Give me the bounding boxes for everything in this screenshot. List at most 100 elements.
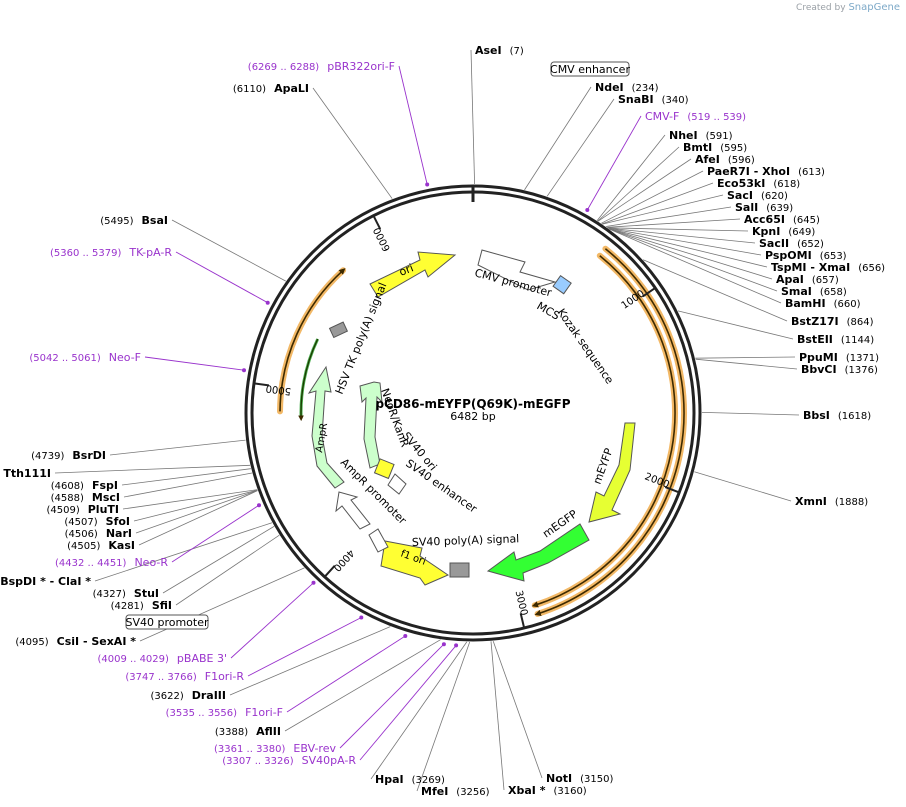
orf-arcs [277, 245, 688, 617]
primer-label[interactable]: (6269 .. 6288)pBR322ori-F [248, 60, 395, 73]
site-label[interactable]: (4624)PflFI - Tth111I [0, 467, 51, 480]
plasmid-name: pCD86-mEYFP(Q69K)-mEGFP [375, 397, 570, 411]
neor-kanr-arrow[interactable] [359, 381, 383, 469]
snapgene-credit: Created by SnapGene [796, 2, 900, 13]
site-label[interactable]: NotI(3150) [546, 772, 613, 785]
site-label[interactable]: KpnI(649) [752, 225, 815, 238]
neor-kanr-label: NeoR/KanR [378, 387, 411, 450]
primer-label[interactable]: (3535 .. 3556)F1ori-F [166, 706, 283, 719]
site-label[interactable]: NheI(591) [669, 129, 733, 142]
site-label[interactable]: (4095)CsiI - SexAI * [15, 635, 136, 648]
leader-nari [135, 490, 258, 534]
site-label[interactable]: (4505)KasI [67, 539, 135, 552]
site-label[interactable]: (4588)MscI [51, 491, 120, 504]
site-label[interactable]: SnaBI(340) [618, 93, 689, 106]
site-label[interactable]: (4608)FspI [51, 479, 118, 492]
meyfp-arrow[interactable] [588, 422, 636, 523]
primer-label[interactable]: CMV-F(519 .. 539) [645, 110, 746, 123]
site-label[interactable]: BbvCI(1376) [801, 363, 878, 376]
plasmid-size: 6482 bp [450, 410, 495, 423]
site-label[interactable]: SmaI(658) [781, 285, 847, 298]
site-label[interactable]: (4506)NarI [65, 527, 132, 540]
primer-leader [286, 635, 406, 713]
leader-afei [597, 158, 692, 222]
site-label[interactable]: Eco53kI(618) [717, 177, 800, 190]
primer-label[interactable]: (3361 .. 3380)EBV-rev [214, 742, 336, 755]
kozak-sequence-box[interactable] [552, 274, 572, 295]
site-label[interactable]: (4327)StuI [93, 587, 159, 600]
leader-acc65i [606, 218, 741, 228]
cmv-promoter-arrow[interactable] [477, 249, 557, 291]
megfp-arrow[interactable] [486, 523, 590, 582]
site-label[interactable]: PpuMI(1371) [799, 351, 879, 364]
tick-1000 [642, 287, 656, 298]
site-label[interactable]: (4281)SfiI [111, 599, 172, 612]
primer-label[interactable]: (5360 .. 5379)TK-pA-R [50, 246, 172, 259]
primer-label[interactable]: (4432 .. 4451)Neo-R [55, 556, 168, 569]
tick-6000 [372, 215, 382, 230]
site-label[interactable]: ApaI(657) [776, 273, 839, 286]
primer-label[interactable]: (4009 .. 4029)pBABE 3' [98, 652, 228, 665]
meyfp-orf-arc [531, 255, 676, 608]
site-label[interactable]: TspMI - XmaI(656) [771, 261, 885, 274]
site-label[interactable]: (4509)PluTI [46, 503, 119, 516]
primer-leader [144, 356, 245, 371]
site-label[interactable]: Acc65I(645) [744, 213, 820, 226]
tick-label-6000: 6000 [372, 225, 393, 253]
leader-apai [609, 228, 773, 280]
site-label[interactable]: HpaI(3269) [375, 773, 445, 786]
site-label[interactable]: AfeI(596) [695, 153, 755, 166]
site-label[interactable]: BstZ17I(864) [791, 315, 874, 328]
site-label[interactable]: (3622)DraIII [150, 689, 226, 702]
primer-label[interactable]: (3747 .. 3766)F1ori-R [125, 670, 244, 683]
tick-4000 [323, 565, 336, 578]
primer-label[interactable]: (5042 .. 5061)Neo-F [29, 351, 141, 364]
ori-arrow[interactable] [369, 251, 457, 298]
tick-2000 [664, 486, 680, 494]
primer-mark [585, 208, 590, 212]
site-label[interactable]: PspOMI(653) [765, 249, 847, 262]
site-label[interactable]: BbsI(1618) [803, 409, 871, 422]
site-label[interactable]: (4507)SfoI [64, 515, 130, 528]
site-label[interactable]: (4346)BspDI * - ClaI * [0, 575, 91, 588]
megfp-orf-arc [534, 248, 685, 616]
sv40-ori-box[interactable] [373, 458, 395, 480]
sv40-promoter-box [125, 614, 209, 630]
kozak-sequence-label: Kozak sequence [555, 306, 617, 386]
ampr-promoter-arrow[interactable] [335, 491, 371, 530]
ampr-arrow[interactable] [307, 365, 345, 489]
site-label[interactable]: SacI(620) [727, 189, 788, 202]
leader-apali [312, 87, 393, 199]
site-label[interactable]: BstEII(1144) [797, 333, 874, 346]
tick-label-3000: 3000 [513, 589, 530, 616]
primer-leader [230, 582, 314, 659]
site-labels: AseI(7) NdeI(234)SnaBI(340) NheI(591)BmtI(… [0, 44, 885, 798]
primer-leader [247, 617, 362, 677]
site-label[interactable]: SalI(639) [735, 201, 793, 214]
site-label[interactable]: BmtI(595) [683, 141, 747, 154]
site-label[interactable]: XbaI *(3160) [508, 784, 587, 797]
site-label[interactable]: XmnI(1888) [795, 495, 868, 508]
sv40-polya-box[interactable] [449, 562, 470, 578]
primer-mark [265, 300, 270, 305]
site-label[interactable]: PaeR7I - XhoI(613) [707, 165, 825, 178]
hsv-tk-polya-box[interactable] [328, 321, 349, 339]
leader-bbvci [695, 358, 798, 370]
f1-ori-arrow[interactable] [380, 540, 450, 586]
site-label[interactable]: SacII(652) [759, 237, 824, 250]
site-label[interactable]: MfeI(3256) [421, 785, 490, 798]
tick-label-5000: 5000 [265, 382, 292, 396]
leader-ndei [524, 86, 592, 191]
leader-saci [602, 194, 724, 225]
site-label[interactable]: (6110)ApaLI [233, 82, 309, 95]
site-label[interactable]: NdeI(234) [595, 81, 659, 94]
site-label[interactable]: BamHI(660) [785, 297, 861, 310]
leader-mfei [416, 641, 471, 792]
site-label[interactable]: AseI(7) [475, 44, 524, 57]
site-label[interactable]: (3388)AflII [215, 725, 281, 738]
site-label[interactable]: (4739)BsrDI [31, 449, 106, 462]
site-label[interactable]: (5495)BsaI [100, 214, 168, 227]
primer-label[interactable]: (3307 .. 3326)SV40pA-R [222, 754, 356, 767]
leader-kasi [138, 490, 258, 546]
